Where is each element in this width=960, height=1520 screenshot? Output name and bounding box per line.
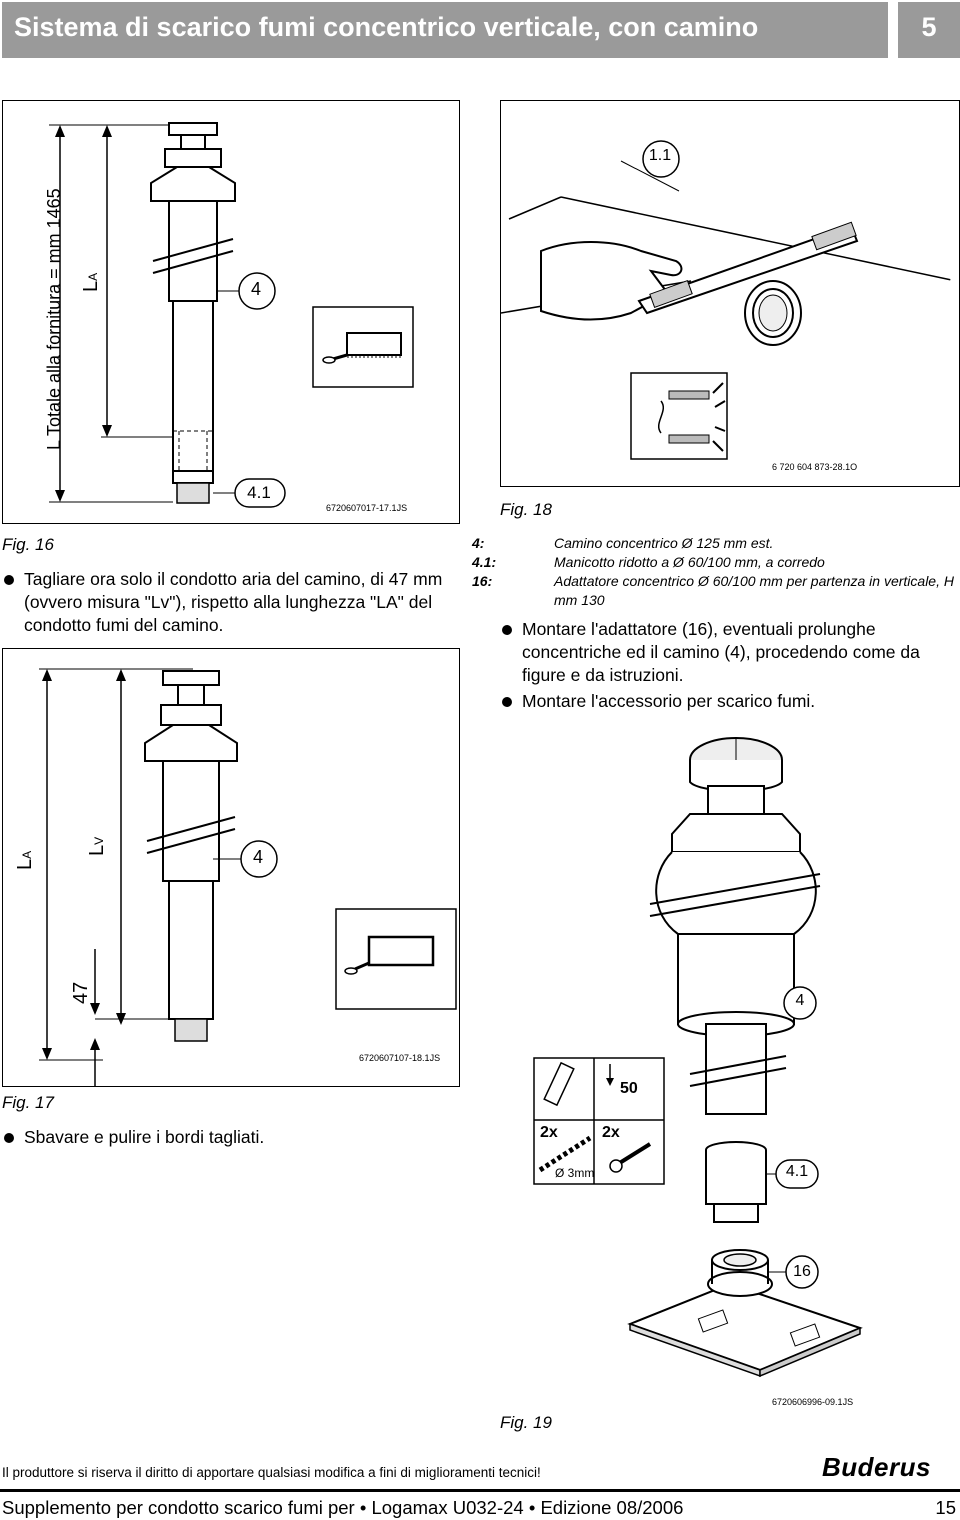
figure-17 xyxy=(2,648,460,1087)
fig16-caption: Fig. 16 xyxy=(2,535,54,554)
fig17-la-sub: A xyxy=(20,850,34,859)
legend-item: 16: Adattatore concentrico Ø 60/100 mm p… xyxy=(472,572,960,612)
fig16-callout-4: 4 xyxy=(250,279,261,299)
figure-17-drawing xyxy=(39,668,457,1086)
fig16-la-sub: A xyxy=(86,272,100,281)
fig17-bullet: Sbavare e pulire i bordi tagliati. xyxy=(2,1126,474,1149)
page-title: Sistema di scarico fumi concentrico vert… xyxy=(14,12,759,42)
legend-text: Manicotto ridotto a Ø 60/100 mm, a corre… xyxy=(554,554,825,570)
fig19-qty-1: 2x xyxy=(540,1124,558,1141)
legend-item: 4: Camino concentrico Ø 125 mm est. xyxy=(472,534,960,554)
legend-text: Camino concentrico Ø 125 mm est. xyxy=(554,535,774,551)
legend-key: 16: xyxy=(472,573,493,589)
fig18-callout-1-1: 1.1 xyxy=(648,147,672,164)
fig19-qty-2: 2x xyxy=(602,1124,620,1141)
publication-line: Supplemento per condotto scarico fumi pe… xyxy=(2,1497,684,1518)
disclaimer-note: Il produttore si riserva il diritto di a… xyxy=(2,1465,541,1480)
fig17-lv-label: LV xyxy=(86,837,109,856)
section-number: 5 xyxy=(921,12,937,42)
legend-key: 4: xyxy=(472,535,485,551)
legend-text: Adattatore concentrico Ø 60/100 mm per p… xyxy=(554,573,954,608)
fig19-callout-4: 4 xyxy=(795,992,805,1009)
fig19-callout-4-1: 4.1 xyxy=(785,1163,809,1180)
footer-divider xyxy=(0,1489,960,1492)
fig17-la-main: L xyxy=(14,858,36,870)
fig19-depth: 50 xyxy=(620,1080,638,1097)
legend-key: 4.1: xyxy=(472,554,497,570)
fig17-dim-47: 47 xyxy=(70,981,92,1004)
figure-16-drawing xyxy=(49,122,414,508)
fig19-callout-16: 16 xyxy=(793,1263,811,1280)
brand-logo: Buderus xyxy=(822,1452,931,1482)
fig18-caption: Fig. 18 xyxy=(500,500,552,519)
fig17-lv-sub: V xyxy=(92,836,106,845)
section-number-bar xyxy=(898,2,960,58)
page-number: 15 xyxy=(935,1497,956,1518)
fig17-lv-main: L xyxy=(86,844,108,856)
fig16-la-label: LA xyxy=(80,273,103,292)
legend-item: 4.1: Manicotto ridotto a Ø 60/100 mm, a … xyxy=(472,553,960,573)
fig19-drill: Ø 3mm xyxy=(555,1166,595,1180)
fig17-callout-4: 4 xyxy=(252,847,263,867)
fig18-code: 6 720 604 873-28.1O xyxy=(772,462,858,472)
fig19-code: 6720606996-09.1JS xyxy=(772,1397,854,1407)
fig16-code: 6720607017-17.1JS xyxy=(326,503,408,513)
fig19-caption: Fig. 19 xyxy=(500,1413,552,1432)
fig18-bullet-1: Montare l'adattatore (16), eventuali pro… xyxy=(500,618,960,687)
figure-19-drawing xyxy=(533,737,863,1378)
fig16-la-main: L xyxy=(80,280,102,292)
fig17-caption: Fig. 17 xyxy=(2,1093,54,1112)
fig17-code: 6720607107-18.1JS xyxy=(359,1053,441,1063)
fig17-la-label: LA xyxy=(14,851,37,870)
figure-18 xyxy=(500,100,960,487)
header-bar xyxy=(2,2,888,58)
fig16-callout-4-1: 4.1 xyxy=(247,483,271,502)
fig18-bullet-2: Montare l'accessorio per scarico fumi. xyxy=(500,690,960,713)
fig18-legend: 4: Camino concentrico Ø 125 mm est. 4.1:… xyxy=(472,534,960,614)
fig16-total-label: L Totale alla fornitura = mm 1465 xyxy=(44,188,64,450)
figure-16 xyxy=(2,100,460,524)
figure-18-drawing xyxy=(501,140,951,460)
fig16-bullet: Tagliare ora solo il condotto aria del c… xyxy=(2,568,474,637)
